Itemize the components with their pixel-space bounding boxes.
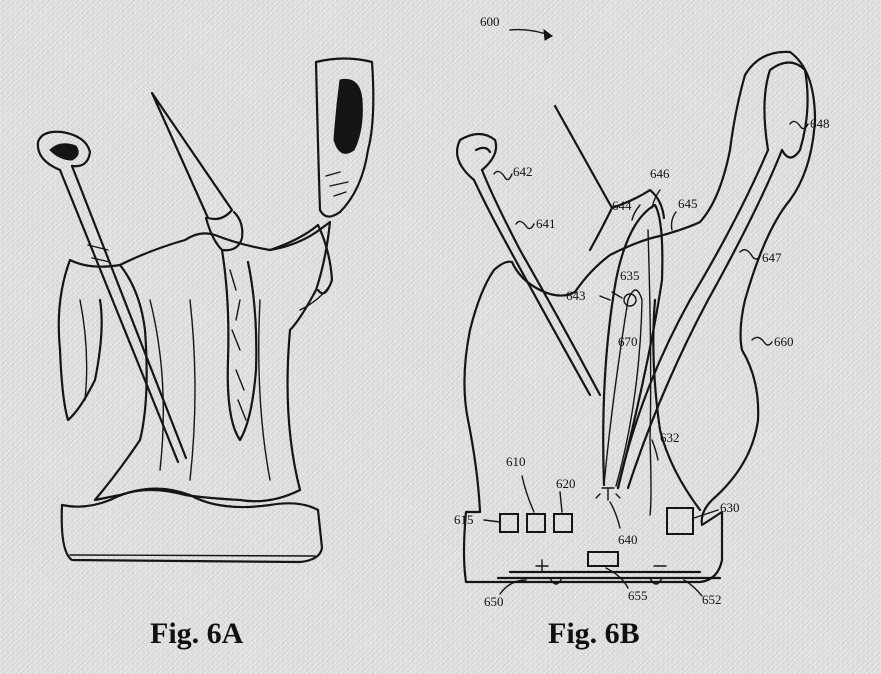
fig-6a-hat bbox=[150, 91, 234, 221]
fig-6b-box-620 bbox=[553, 513, 573, 533]
ref-620: 620 bbox=[556, 476, 576, 491]
fig-6b-schematic-figure bbox=[456, 28, 817, 597]
ref-650: 650 bbox=[484, 594, 504, 609]
fig-6a-staff bbox=[58, 164, 188, 464]
ref-644: 644 bbox=[612, 198, 632, 213]
fig-6b-caption: Fig. 6B bbox=[548, 617, 640, 650]
ref-646: 646 bbox=[650, 166, 670, 181]
fig-6b-light-guide-641 bbox=[472, 168, 602, 397]
fig-6b-orb-642 bbox=[456, 132, 498, 182]
fig-6b-cone bbox=[553, 104, 614, 252]
fig-6a-staff-orb bbox=[36, 130, 92, 172]
ref-641: 641 bbox=[536, 216, 556, 231]
ref-615: 615 bbox=[454, 512, 474, 527]
ref-660: 660 bbox=[774, 334, 794, 349]
ref-632: 632 bbox=[660, 430, 680, 445]
fig-6b-panel-648 bbox=[763, 61, 809, 159]
ref-652: 652 bbox=[702, 592, 722, 607]
fig-6b-battery-contacts bbox=[496, 570, 722, 580]
fig-6b-light-guide-644 bbox=[602, 203, 664, 490]
ref-655: 655 bbox=[628, 588, 648, 603]
fig-6b-box-630 bbox=[666, 507, 694, 535]
ref-648: 648 bbox=[810, 116, 830, 131]
ref-670: 670 bbox=[618, 334, 638, 349]
ref-635: 635 bbox=[620, 268, 640, 283]
ref-610: 610 bbox=[506, 454, 526, 469]
fig-6a-wizard-figurine bbox=[36, 57, 375, 564]
fig-6a-beard bbox=[220, 248, 258, 442]
ref-640: 640 bbox=[618, 532, 638, 547]
fig-6b-switch-655 bbox=[587, 551, 619, 567]
fig-6a-robe bbox=[93, 220, 332, 503]
ref-643: 643 bbox=[566, 288, 586, 303]
fig-6a-base bbox=[60, 487, 324, 564]
fig-6b-outline-660 bbox=[462, 50, 817, 584]
fig-6a-caption: Fig. 6A bbox=[150, 617, 244, 650]
ref-645: 645 bbox=[678, 196, 698, 211]
fig-6b-emitter-635 bbox=[623, 293, 637, 307]
fig-6b-box-615 bbox=[499, 513, 519, 533]
fig-6b-led-640 bbox=[595, 487, 621, 501]
fig-6b-light-guide-647 bbox=[616, 148, 784, 490]
ref-600: 600 bbox=[480, 14, 500, 29]
ref-630: 630 bbox=[720, 500, 740, 515]
fig-6b-reference-numerals: 600 642 641 644 646 645 648 647 635 643 … bbox=[454, 14, 830, 609]
ref-642: 642 bbox=[513, 164, 533, 179]
fig-6a-scroll bbox=[314, 57, 375, 218]
ref-647: 647 bbox=[762, 250, 782, 265]
fig-6b-box-610 bbox=[526, 513, 546, 533]
